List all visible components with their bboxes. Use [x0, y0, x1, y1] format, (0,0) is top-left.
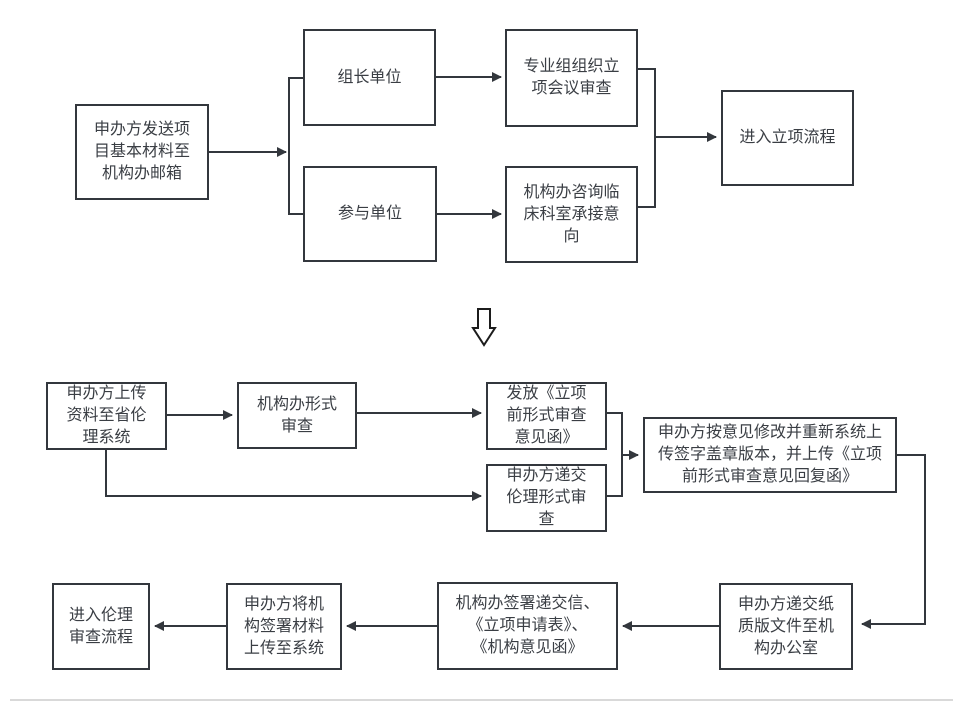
node-enter-project-initiation: 进入立项流程: [721, 90, 854, 186]
merge-junction-bottom: [607, 412, 623, 497]
node-sponsor-upload-signed-materials: 申办方将机 构签署材料 上传至系统: [226, 583, 342, 670]
node-sponsor-revise-and-reupload: 申办方按意见修改并重新系统上 传签字盖章版本，并上传《立项 前形式审查意见回复函…: [643, 417, 897, 493]
node-sponsor-submit-paper-documents: 申办方递交纸 质版文件至机 构办公室: [719, 583, 853, 670]
node-specialty-group-meeting-review: 专业组组织立 项会议审查: [505, 29, 638, 127]
node-sponsor-upload-provincial-ethics: 申办方上传 资料至省伦 理系统: [46, 382, 167, 450]
node-leader-unit: 组长单位: [303, 29, 436, 126]
arrow-upload-to-ethics-format: [105, 450, 482, 501]
node-sponsor-submit-ethics-format-review: 申办方递交 伦理形式审 查: [486, 464, 607, 532]
node-office-consult-clinical-dept: 机构办咨询临 床科室承接意 向: [505, 166, 638, 263]
down-arrow-icon: [471, 308, 497, 347]
split-junction: [288, 77, 303, 215]
node-participant-unit: 参与单位: [303, 166, 437, 262]
node-office-sign-submission-documents: 机构办签署递交信、 《立项申请表》、 《机构意见函》: [437, 582, 618, 670]
node-enter-ethics-review: 进入伦理 审查流程: [52, 583, 150, 670]
bottom-divider: [10, 699, 953, 701]
node-office-format-review: 机构办形式 审查: [237, 382, 357, 449]
node-sponsor-send-materials: 申办方发送项 目基本材料至 机构办邮箱: [75, 104, 209, 200]
merge-junction-top: [638, 68, 656, 208]
node-issue-pre-initiation-opinion-letter: 发放《立项 前形式审查 意见函》: [486, 382, 607, 450]
arrow-revise-to-paper: [861, 454, 926, 629]
